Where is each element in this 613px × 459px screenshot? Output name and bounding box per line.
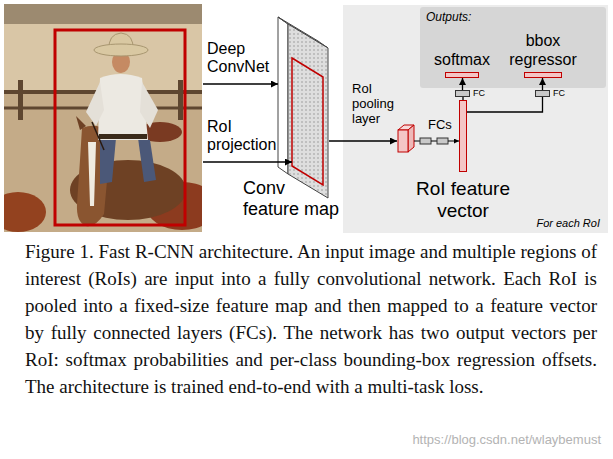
output-label: bbox regressor [505,32,581,69]
fc-layer-box [437,138,448,144]
fc-layer-box: FC [535,90,550,97]
connector-arrow [467,97,543,112]
flow-arrow [329,140,397,141]
fc-layer-box: FC [455,90,470,97]
layer-label: FCs [428,118,452,133]
pooled-feature [398,125,414,152]
flow-line [431,141,437,142]
output-bar: bbox regressor [524,72,562,78]
flow-arrow [448,141,459,142]
outputs-region: softmax bbox regressor Outputs: [420,7,606,88]
roi-rectangle [55,30,185,225]
fc-layer-box [420,138,431,144]
panel-heading: Outputs: [426,11,471,25]
vector-label: RoI feature vector [407,178,519,222]
output-label: softmax [434,51,490,69]
input-photo [4,4,202,232]
outputs-background [420,7,606,88]
layer-label: FC [553,88,565,98]
connector-arrow [542,78,543,90]
panel-note: For each RoI [536,217,600,230]
layer-label: RoI pooling layer [352,82,402,127]
output-bar: softmax [445,72,479,78]
panel-background [343,5,608,233]
feature-vector-bar: RoI feature vector [459,100,467,172]
conv-feature-map [278,17,328,198]
stage-label: RoI projection [207,118,292,155]
watermark: https://blog.csdn.net/wlaybemust [412,433,601,448]
flow-arrow [203,83,278,84]
stage-label: Conv feature map [243,178,343,219]
flow-arrow [203,161,292,162]
connector-arrow [462,78,463,90]
stage-label: Deep ConvNet [207,40,287,77]
figure-caption: Figure 1. Fast R-CNN architecture. An in… [25,238,597,400]
flow-line [414,141,420,142]
panel-region: softmaxbbox regressorOutputs:FCFCRoI fea… [343,5,608,233]
layer-label: FC [473,88,485,98]
